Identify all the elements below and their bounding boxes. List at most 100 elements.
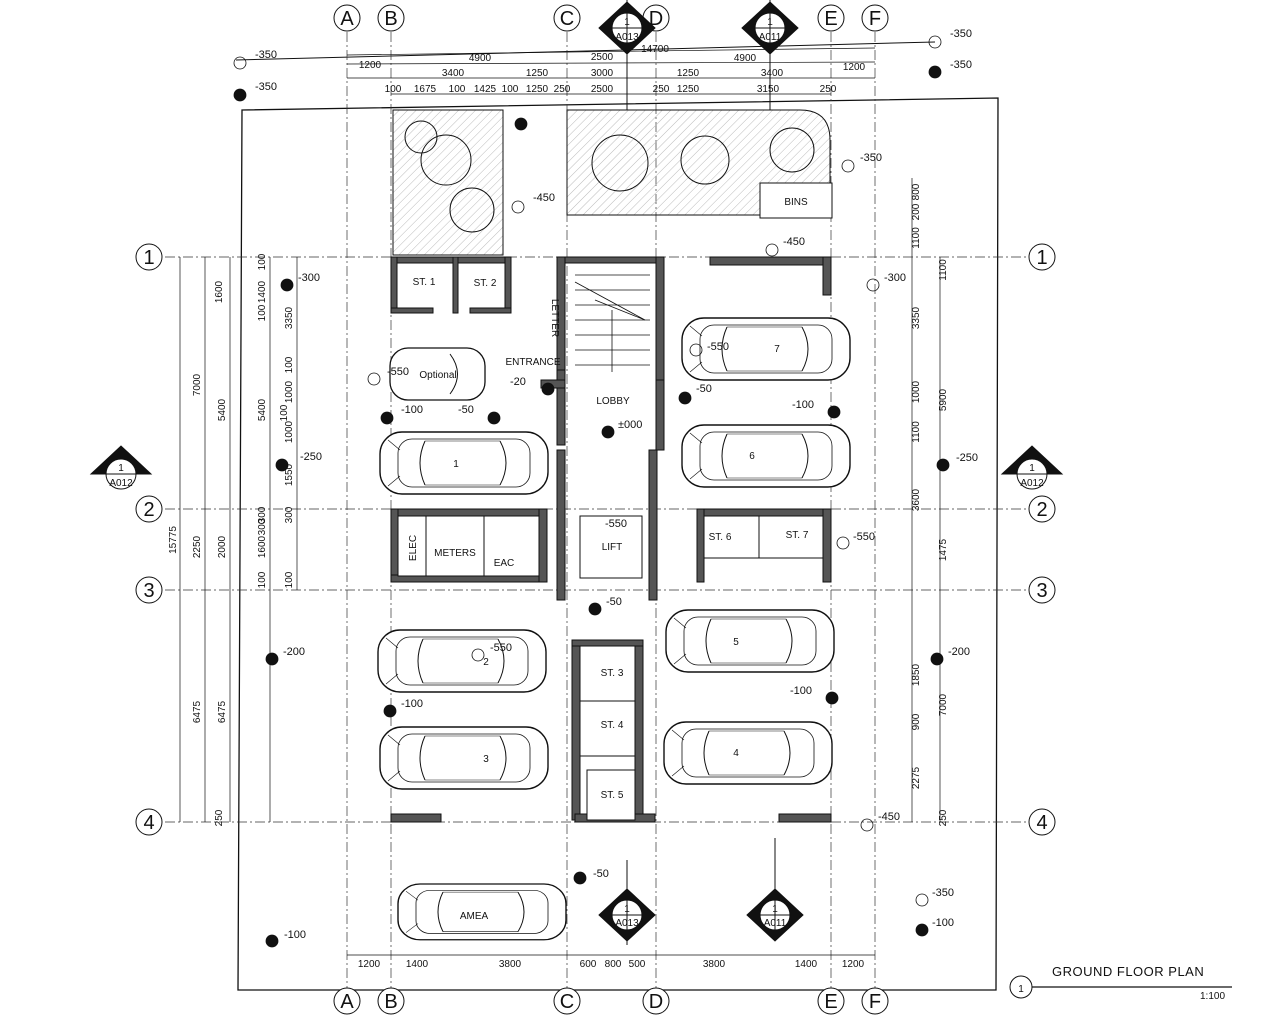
level-15: ±000 [618,419,642,431]
dim-top1-0: 1200 [359,60,382,71]
grid-label-4-left: 4 [143,812,154,834]
level-20: -550 [853,531,875,543]
section-num-left: 1 [118,463,124,474]
level-9: -550 [387,366,409,378]
drawing-scale: 1:100 [1200,991,1225,1002]
dim-left-d-13: 100 [284,571,295,588]
bins-room [759,182,833,219]
grid-label-d-bottom: D [649,991,663,1013]
parking-2-number: 2 [483,657,489,668]
dim-top2-3: 1250 [677,68,700,79]
section-sheet-top-c: A013 [615,32,639,43]
dim-right-b-4: 1000 [911,380,922,403]
grid-label-3-left: 3 [143,580,154,602]
section-markers [89,0,1064,945]
dim-overall-width: 14700 [641,44,669,55]
dim-top3-5: 1250 [526,84,549,95]
dim-top2-2: 3000 [591,68,614,79]
title-number: 1 [1018,984,1024,995]
dim-left-d-11: 300 [257,518,268,535]
parking-4-number: 4 [733,748,739,759]
level-28: -50 [593,868,609,880]
dim-right-b-7: 1850 [911,663,922,686]
dim-bottom-8: 1200 [842,959,865,970]
dim-top3-8: 250 [653,84,670,95]
dim-left-d-0: 100 [257,253,268,270]
grid-bubbles [135,4,1056,1015]
dim-top3-2: 100 [449,84,466,95]
dim-left-d-12: 100 [257,571,268,588]
level-13: -100 [401,404,423,416]
level-1: -350 [255,81,277,93]
level-21: -50 [606,596,622,608]
dim-left-b-1: 2000 [217,535,228,558]
top-dimension-lines [346,47,876,95]
dim-right-b-1: 200 [911,203,922,220]
title-block [1009,975,1232,999]
dim-top1-1: 4900 [469,53,492,64]
level-18: -100 [792,399,814,411]
parking-6-number: 6 [749,451,755,462]
parking-7-number: 7 [774,344,780,355]
grid-label-d-top: D [649,8,663,30]
level-31: -100 [284,929,306,941]
section-sheet-bottom-e: A011 [764,918,787,929]
eac-label: EAC [494,558,515,569]
dim-left-a-0: 7000 [192,373,203,396]
dim-top1-3: 4900 [734,53,757,64]
dim-left-d-8: 1550 [284,463,295,486]
grid-label-2-left: 2 [143,499,154,521]
level-7: -300 [298,272,320,284]
dim-top1-4: 1200 [843,62,866,73]
dim-left-d-14: 250 [214,809,225,826]
dim-bottom-4: 800 [605,959,622,970]
grid-label-a-bottom: A [340,991,354,1013]
level-11: -20 [510,376,526,388]
dim-left-d-7: 1000 [284,420,295,443]
section-sheet-bottom-c: A013 [615,918,639,929]
level-2: -350 [950,28,972,40]
dim-right-a-4: 250 [938,809,949,826]
dim-left-d-10: 300 [284,506,295,523]
level-8: -300 [884,272,906,284]
dim-left-d-9: 300 [257,506,268,523]
section-num-right: 1 [1029,463,1035,474]
section-num-bottom-c: 1 [624,904,630,915]
grid-label-1-left: 1 [143,247,154,269]
level-22: -200 [283,646,305,658]
store2-label: ST. 2 [474,278,497,289]
level-12: -50 [696,383,712,395]
store4-label: ST. 4 [601,720,624,731]
dim-bottom-5: 500 [629,959,646,970]
level-3: -350 [950,59,972,71]
grid-label-3-right: 3 [1036,580,1047,602]
grid-label-b-top: B [384,8,397,30]
level-17: -250 [956,452,978,464]
level-30: -100 [932,917,954,929]
dim-top2-4: 3400 [761,68,784,79]
lobby-label: LOBBY [596,396,630,407]
parking-1-number: 1 [453,459,459,470]
dim-top3-10: 3150 [757,84,780,95]
level-29: -350 [932,887,954,899]
dim-right-b-0: 800 [911,183,922,200]
lift-label: LIFT [602,542,623,553]
right-dimension-lines [911,178,941,822]
dim-top2-0: 3400 [442,68,465,79]
level-10: -550 [707,341,729,353]
level-19: -550 [605,518,627,530]
grid-label-2-right: 2 [1036,499,1047,521]
dim-bottom-2: 3800 [499,959,522,970]
left-dimension-lines [179,257,298,822]
dim-right-a-1: 5900 [938,388,949,411]
dim-left-d-1: 1400 [257,280,268,303]
dim-left-c-1: 5400 [257,398,268,421]
parking-3-number: 3 [483,754,489,765]
dim-bottom-3: 600 [580,959,597,970]
grid-label-f-top: F [869,8,881,30]
dim-top3-7: 2500 [591,84,614,95]
parking-5-number: 5 [733,637,739,648]
grid-label-a-top: A [340,8,354,30]
